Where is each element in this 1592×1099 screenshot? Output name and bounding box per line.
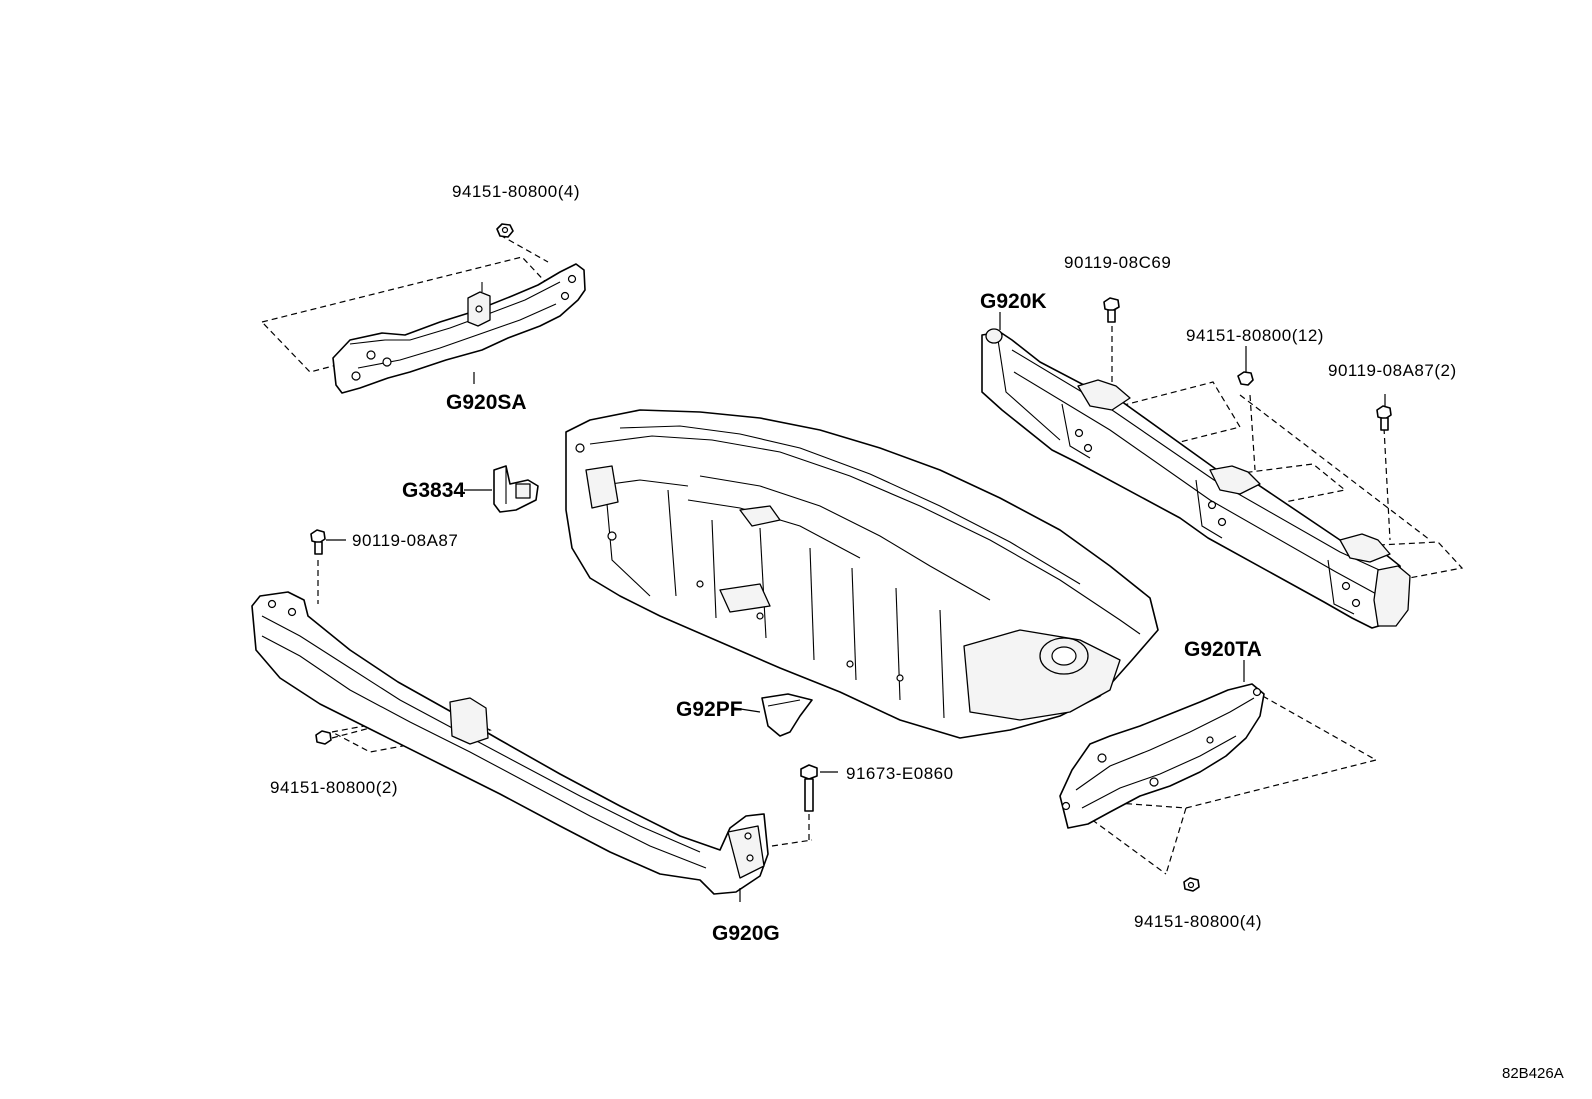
nut-top-right[interactable] — [1237, 346, 1254, 386]
bracket-g920k[interactable] — [981, 328, 1464, 629]
label-nut-top-left: 94151-80800(4) — [452, 182, 580, 201]
label-nut-top-right: 94151-80800(12) — [1186, 326, 1324, 345]
bolt-far-right[interactable] — [1376, 394, 1392, 431]
nut-left-bottom[interactable] — [315, 727, 371, 745]
label-bolt-far-right: 90119-08A87(2) — [1328, 361, 1457, 380]
bolt-center[interactable] — [800, 764, 838, 840]
label-clip-g3834: G3834 — [402, 479, 465, 502]
label-bolt-top-right: 90119-08C69 — [1064, 253, 1171, 272]
label-bolt-left: 90119-08A87 — [352, 531, 458, 550]
bracket-g920ta[interactable] — [1059, 683, 1378, 875]
label-clip-g92pf: G92PF — [676, 698, 743, 721]
bracket-g920sa[interactable] — [260, 234, 586, 394]
diagram-id: 82B426A — [1502, 1065, 1564, 1082]
nut-bottom-right[interactable] — [1183, 877, 1200, 892]
nut-top-left[interactable] — [496, 223, 514, 238]
battery-assembly[interactable] — [565, 409, 1159, 739]
bracket-g920g[interactable] — [251, 591, 813, 895]
clip-g3834[interactable] — [493, 465, 539, 513]
label-bolt-center: 91673-E0860 — [846, 764, 954, 783]
bolt-left[interactable] — [310, 529, 346, 604]
label-bracket-g920ta: G920TA — [1184, 638, 1262, 661]
bolt-top-right[interactable] — [1103, 297, 1120, 386]
clip-g92pf[interactable] — [761, 693, 813, 737]
label-bracket-g920sa: G920SA — [446, 391, 527, 414]
leader-g92pf — [733, 707, 761, 713]
label-nut-bottom-right: 94151-80800(4) — [1134, 912, 1262, 931]
label-bracket-g920g: G920G — [712, 922, 780, 945]
label-nut-left-bottom: 94151-80800(2) — [270, 778, 398, 797]
label-bracket-g920k: G920K — [980, 290, 1047, 313]
